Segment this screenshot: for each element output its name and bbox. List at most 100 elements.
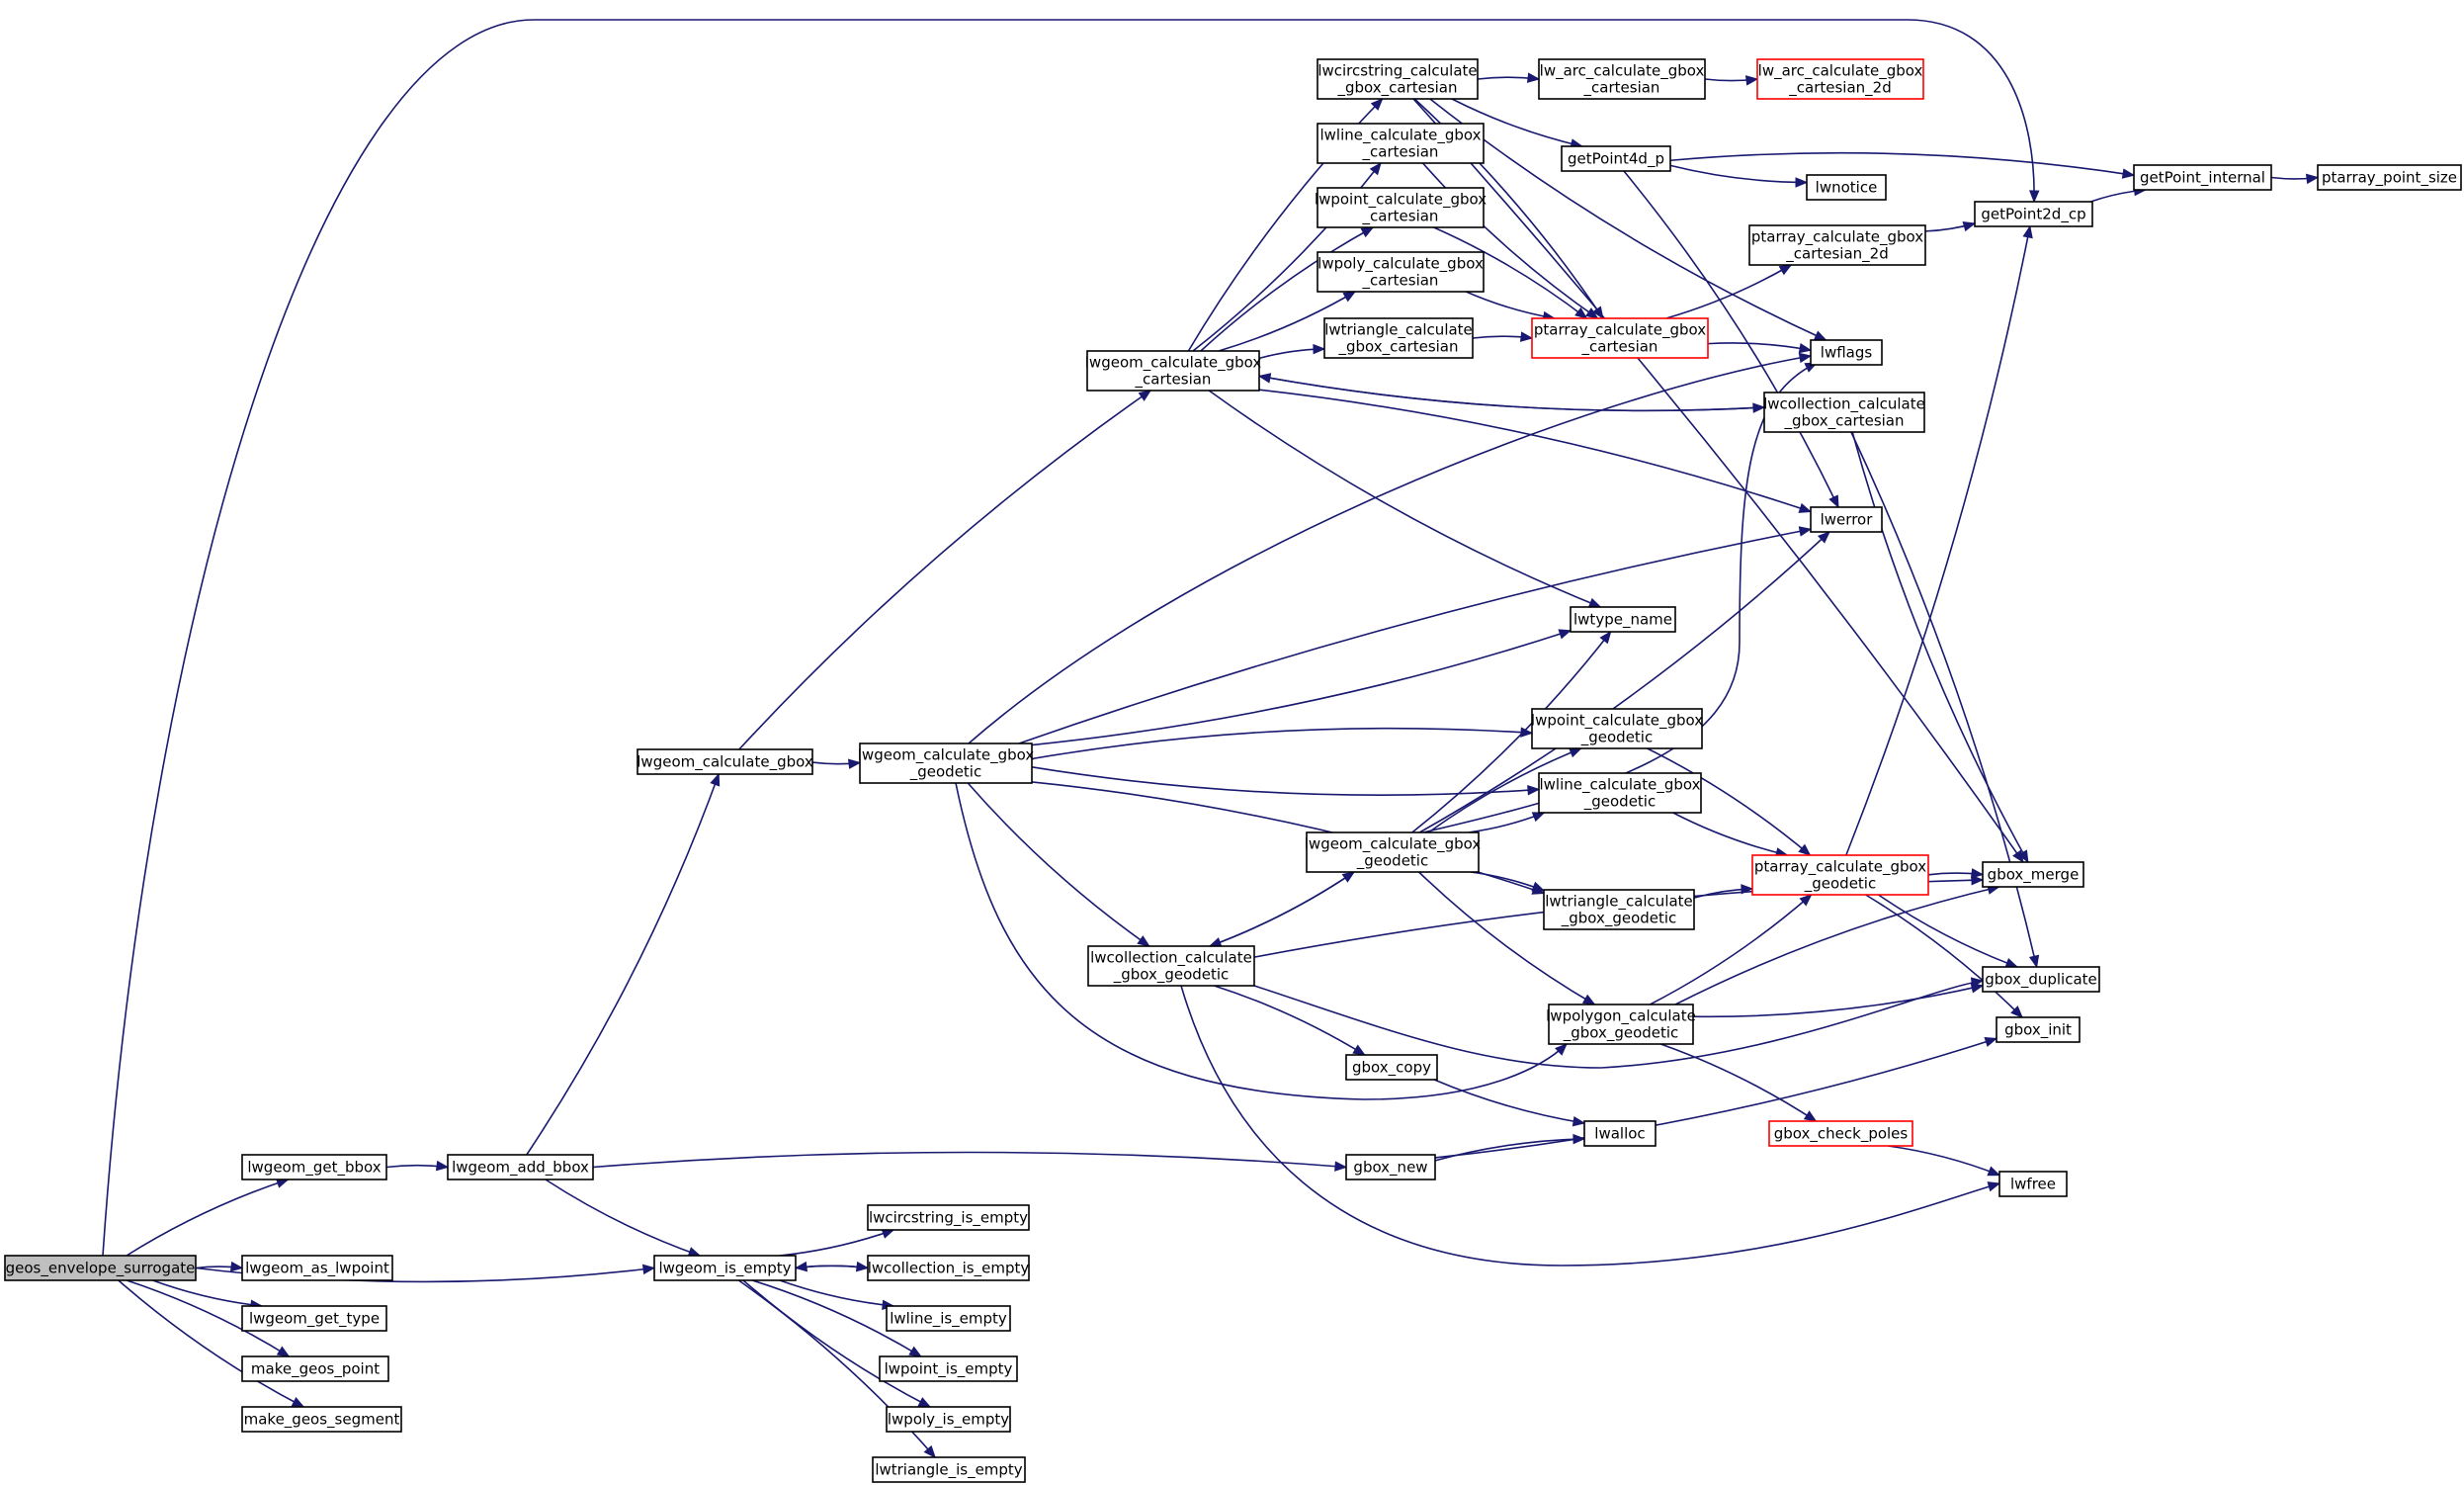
node-ptarray_calculate_gbox_geodetic[interactable]: ptarray_calculate_gbox_geodetic [1751,854,1929,896]
node-lwcircstring_is_empty[interactable]: lwcircstring_is_empty [867,1204,1030,1231]
edge-arrowhead [2010,1005,2023,1018]
node-lwgeom_is_empty[interactable]: lwgeom_is_empty [653,1255,797,1281]
edge-lwcollection_calculate_gbox_cartesian-to-gbox_merge [1851,431,2029,864]
node-getPoint_internal[interactable]: getPoint_internal [2133,164,2272,191]
node-label: _geodetic [1583,793,1656,812]
edge-lwgeom_add_bbox-to-lwgeom_calculate_gbox [526,772,721,1156]
edge-lwgeom_add_bbox-to-gbox_new [592,1151,1348,1172]
node-lwline_calculate_gbox_cartesian[interactable]: lwline_calculate_gbox_cartesian [1317,123,1485,164]
edge-geos_envelope_surrogate-to-lwgeom_get_bbox [126,1178,290,1257]
node-ptarray_point_size[interactable]: ptarray_point_size [2317,164,2462,191]
node-make_geos_segment[interactable]: make_geos_segment [241,1406,402,1433]
nodes-layer: geos_envelope_surrogate getPoint2d_cplwge… [4,58,2462,1483]
node-lwpoly_calculate_gbox_cartesian[interactable]: lwpoly_calculate_gbox_cartesian [1317,251,1485,293]
node-lwcircstring_calculate_gbox_cartesian[interactable]: lwcircstring_calculate_gbox_cartesian [1317,58,1479,100]
node-lwpoint_calculate_gbox_cartesian[interactable]: lwpoint_calculate_gbox_cartesian [1315,187,1487,228]
node-lwgeom_calculate_gbox_geodetic2[interactable]: lwgeom_calculate_gbox_geodetic [1305,831,1482,873]
node-lwgeom_add_bbox[interactable]: lwgeom_add_bbox [447,1154,594,1180]
node-box [241,1355,389,1382]
node-lwcollection_calculate_gbox_cartesian[interactable]: lwcollection_calculate_gbox_cartesian [1763,392,1925,433]
edge-line [1845,225,2031,856]
node-lwgeom_calculate_gbox[interactable]: lwgeom_calculate_gbox [637,748,813,775]
node-lwfree[interactable]: lwfree [1998,1171,2068,1197]
node-lwpolygon_calculate_gbox_geodetic[interactable]: lwpolygon_calculate_gbox_geodetic [1546,1004,1696,1045]
node-box [1538,772,1702,814]
node-lw_arc_calculate_gbox_cartesian[interactable]: lw_arc_calculate_gbox_cartesian [1538,58,1706,100]
node-getPoint2d_cp[interactable]: getPoint2d_cp [1974,201,2093,227]
edge-lwgeom_calculate_gbox_cartesian-to-lwtype_name [1208,390,1602,608]
node-lwtriangle_calculate_gbox_geodetic[interactable]: lwtriangle_calculate_gbox_geodetic [1543,889,1695,930]
node-gbox_new[interactable]: gbox_new [1345,1154,1436,1180]
node-geos_envelope_surrogate[interactable]: geos_envelope_surrogate [4,1255,197,1281]
node-lwgeom_calculate_gbox_cartesian[interactable]: lwgeom_calculate_gbox_cartesian [1085,350,1262,392]
node-label: ptarray_calculate_gbox [1751,228,1923,247]
node-box [1323,317,1474,359]
node-lwcollection_calculate_gbox_geodetic[interactable]: lwcollection_calculate_gbox_geodetic [1087,945,1255,987]
node-make_geos_point[interactable]: make_geos_point [241,1355,389,1382]
node-lwgeom_get_bbox[interactable]: lwgeom_get_bbox [241,1154,387,1180]
edge-arrowhead [1370,98,1384,111]
edge-line [1422,362,1818,833]
node-ptarray_calculate_gbox_cartesian_2d[interactable]: ptarray_calculate_gbox_cartesian_2d [1748,224,1926,266]
edge-arrowhead [1799,894,1813,907]
node-getPoint4d_p[interactable]: getPoint4d_p [1561,145,1671,172]
edge-arrowhead [1984,1036,1998,1047]
node-gbox_merge[interactable]: gbox_merge [1982,861,2084,888]
edge-lwgeom_calculate_gbox_cartesian-to-lwpoly_calculate_gbox_cartesian [1218,291,1357,352]
edge-ptarray_calculate_gbox_geodetic-to-gbox_duplicate [1878,894,2019,968]
edge-lwgeom_calculate_gbox_geodetic2-to-lwtriangle_calculate_gbox_geodetic [1470,871,1546,892]
edge-ptarray_calculate_gbox_cartesian_2d-to-getPoint2d_cp [1924,221,1977,232]
node-lwline_calculate_gbox_geodetic[interactable]: lwline_calculate_gbox_geodetic [1538,772,1702,814]
node-lwcollection_is_empty[interactable]: lwcollection_is_empty [867,1255,1030,1281]
edge-ptarray_calculate_gbox_cartesian-to-lwflags [1707,342,1813,354]
node-gbox_init[interactable]: gbox_init [1996,1016,2081,1043]
node-label: _cartesian_2d [1785,245,1888,264]
node-gbox_check_poles[interactable]: gbox_check_poles [1768,1120,1913,1147]
node-lwerror[interactable]: lwerror [1810,506,1883,533]
node-gbox_copy[interactable]: gbox_copy [1345,1054,1438,1081]
node-label: _geodetic [1804,875,1876,894]
node-lwflags[interactable]: lwflags [1810,339,1883,366]
node-ptarray_calculate_gbox_cartesian[interactable]: ptarray_calculate_gbox_cartesian [1531,317,1709,359]
node-label: gbox_init [2004,1021,2072,1040]
node-box [241,1406,402,1433]
node-lwline_is_empty[interactable]: lwline_is_empty [886,1305,1011,1332]
edge-lwgeom_calculate_gbox_geodetic-to-lwpoint_calculate_gbox_geodetic [1031,727,1534,760]
edge-line [967,782,1150,947]
node-label: geos_envelope_surrogate [6,1260,196,1278]
edge-lwgeom_calculate_gbox_cartesian-to-lwerror [1258,389,1813,513]
node-label: ptarray_point_size [2322,169,2457,188]
node-lwgeom_get_type[interactable]: lwgeom_get_type [241,1305,387,1332]
edge-lwline_calculate_gbox_geodetic-to-ptarray_calculate_gbox_geodetic [1672,812,1789,858]
node-lwalloc[interactable]: lwalloc [1583,1120,1657,1147]
node-gbox_duplicate[interactable]: gbox_duplicate [1982,966,2100,993]
node-label: gbox_check_poles [1774,1125,1909,1144]
node-lwgeom_as_lwpoint[interactable]: lwgeom_as_lwpoint [241,1255,393,1281]
node-lwtriangle_is_empty[interactable]: lwtriangle_is_empty [872,1456,1026,1483]
node-lwpoly_is_empty[interactable]: lwpoly_is_empty [886,1406,1011,1433]
node-label: lwgeom_calculate_gbox [1305,835,1482,854]
edge-arrowhead [1587,597,1602,608]
node-lwpoint_calculate_gbox_geodetic[interactable]: lwpoint_calculate_gbox_geodetic [1531,708,1703,749]
node-lwgeom_calculate_gbox_geodetic[interactable]: lwgeom_calculate_gbox_geodetic [858,742,1035,784]
edge-line [1672,812,1788,856]
edge-arrowhead [1795,177,1809,188]
edge-line [1411,631,1612,833]
node-box [1570,606,1676,633]
edge-arrowhead [1970,983,1985,994]
edge-line [1434,1037,1997,1159]
node-lwnotice[interactable]: lwnotice [1806,174,1887,201]
node-lwtriangle_calculate_gbox_cartesian[interactable]: lwtriangle_calculate_gbox_cartesian [1323,317,1474,359]
node-lwtype_name[interactable]: lwtype_name [1570,606,1676,633]
node-lwpoint_is_empty[interactable]: lwpoint_is_empty [879,1355,1018,1382]
edge-line [1417,871,1595,1005]
edge-arrowhead [1987,1181,2001,1192]
edge-arrowhead [1971,874,1985,886]
edge-arrowhead [917,1397,932,1408]
edge-geos_envelope_surrogate-to-lwgeom_get_type [152,1279,264,1310]
node-lw_arc_calculate_gbox_cartesian_2d[interactable]: lw_arc_calculate_gbox_cartesian_2d [1756,58,1924,100]
edge-arrowhead [1369,161,1382,176]
node-label: lwpoly_calculate_gbox [1317,255,1484,274]
edge-line [1200,226,1374,352]
